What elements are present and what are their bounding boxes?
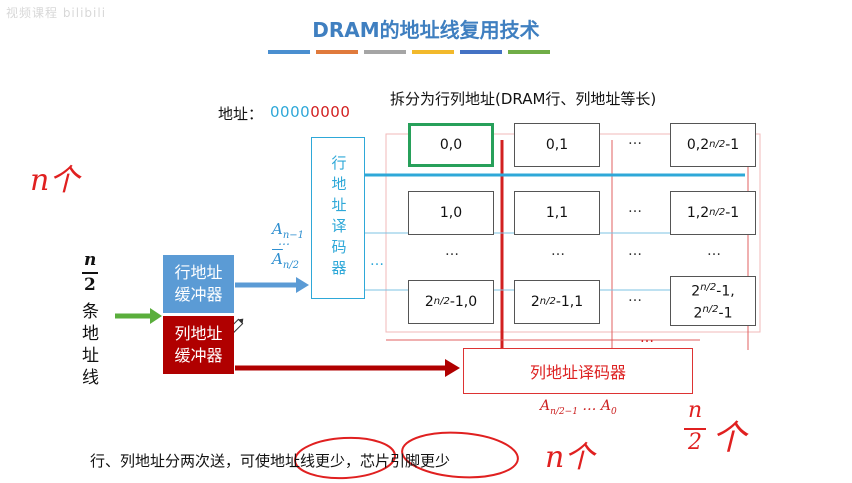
ellipsis-row-0: … <box>628 132 642 148</box>
split-label: 拆分为行列地址(DRAM行、列地址等长) <box>390 90 657 108</box>
column-address-buffer: 列地址缓冲器 <box>163 316 234 374</box>
address-lines-char-0: 条 <box>82 302 99 322</box>
ellipsis-col-last: … <box>707 243 721 259</box>
hand-circle-2 <box>401 431 519 479</box>
handwriting-bottom-right-num: n <box>688 398 703 423</box>
bottom-caption: 行、列地址分两次送，可使地址线更少，芯片引脚更少 <box>90 452 451 470</box>
col-addr-label: An/2−1 … A0 <box>540 398 617 417</box>
cell-last-last: 2n/2-1, 2n/2-1 <box>670 276 756 326</box>
col-arrow-head <box>445 359 460 377</box>
page-title: DRAM的地址线复用技术 <box>312 18 540 42</box>
address-row-bits: 0000 <box>270 103 311 121</box>
row-arrow-head <box>296 277 309 293</box>
address-col-bits: 0000 <box>310 103 351 121</box>
title-color-bar-3 <box>412 50 454 54</box>
row-addr-top-label: An−1 <box>272 220 305 241</box>
title-color-bar-0 <box>268 50 310 54</box>
row-address-decoder: 行地址译码器 <box>311 137 365 299</box>
cell-1-0: 1,0 <box>408 191 494 235</box>
ellipsis-row-1: … <box>628 200 642 216</box>
input-arrow-head <box>150 308 162 324</box>
title-color-bar-2 <box>364 50 406 54</box>
cell-0-1: 0,1 <box>514 123 600 167</box>
address-lines-char-2: 址 <box>82 346 99 366</box>
address-lines-denominator: 2 <box>84 275 96 295</box>
address-value: 00000000 <box>270 103 350 121</box>
cell-0-0: 0,0 <box>408 123 494 167</box>
address-lines-char-1: 地 <box>82 324 99 344</box>
ellipsis-col-0: … <box>445 243 459 259</box>
handwriting-left: n个 <box>30 163 80 198</box>
row-addr-bottom-label: An/2 <box>272 250 300 271</box>
row-address-buffer: 行地址缓冲器 <box>163 255 234 313</box>
handwriting-fraction-bar <box>684 428 706 430</box>
ellipsis-col-lines: … <box>640 330 654 346</box>
title-color-bar-4 <box>460 50 502 54</box>
address-lines-fraction-bar <box>82 272 98 274</box>
address-label: 地址： <box>218 105 264 123</box>
address-lines-char-3: 线 <box>82 368 99 388</box>
handwriting-bottom-right-tail: 个 <box>712 418 746 458</box>
ellipsis-col-1: … <box>551 243 565 259</box>
ellipsis-row-last: … <box>628 289 642 305</box>
address-lines-numerator: n <box>84 250 97 270</box>
ellipsis-row-lines: … <box>370 253 384 269</box>
cell-1-1: 1,1 <box>514 191 600 235</box>
column-address-decoder: 列地址译码器 <box>463 348 693 394</box>
ellipsis-col-mid: … <box>628 243 642 259</box>
title-color-bar-5 <box>508 50 550 54</box>
watermark: 视频课程 bilibili <box>6 6 107 20</box>
hand-circle-1 <box>294 436 396 480</box>
row-addr-dots: … <box>278 234 290 248</box>
handwriting-bottom-mid: n个 <box>545 440 595 475</box>
handwriting-bottom-right-den: 2 <box>688 430 702 455</box>
title-color-bar-1 <box>316 50 358 54</box>
